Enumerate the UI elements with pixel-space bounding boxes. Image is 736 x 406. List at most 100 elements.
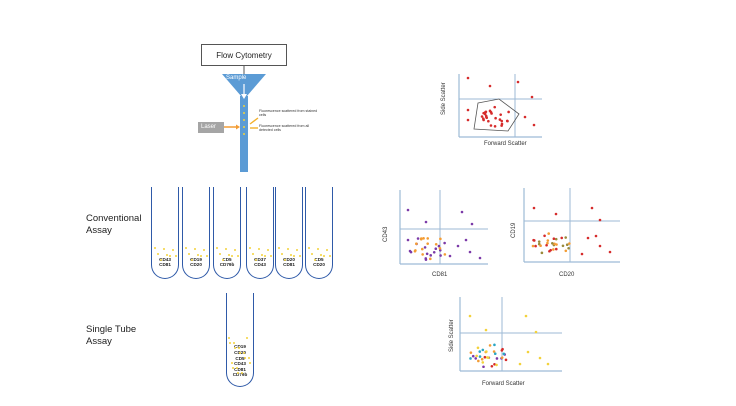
cell-point xyxy=(464,238,468,242)
cell-point xyxy=(419,237,423,240)
cell-point xyxy=(547,232,551,235)
flow-cytometry-title: Flow Cytometry xyxy=(216,50,272,60)
tube-dot xyxy=(238,347,240,349)
cell-point xyxy=(500,122,504,126)
cell-point xyxy=(493,352,497,356)
cell-point xyxy=(554,212,558,216)
bottom-plot-xlabel: Forward Scatter xyxy=(482,381,525,387)
tube-dot xyxy=(219,253,221,255)
tube-dot xyxy=(237,372,239,374)
cell-point xyxy=(502,352,506,356)
plot-forward-side-scatter-bottom xyxy=(459,297,562,372)
tube-dot xyxy=(329,255,331,257)
single-marker-4: CD43 xyxy=(234,361,246,367)
cell-point xyxy=(474,357,477,360)
cell-point xyxy=(408,249,412,253)
cell-point xyxy=(504,358,508,362)
cell-point xyxy=(485,356,489,359)
tube-2-marker-2: CD20 xyxy=(190,262,202,268)
laser-box xyxy=(198,122,224,133)
tube-dot xyxy=(188,253,190,255)
cell-point xyxy=(531,244,535,248)
cell-point xyxy=(532,206,536,210)
cell-point xyxy=(426,237,430,240)
cell-point xyxy=(594,234,598,238)
tube-dot xyxy=(154,247,156,249)
cell-point xyxy=(495,357,499,360)
scatter-arrow-1 xyxy=(249,117,259,125)
tube-dot xyxy=(234,249,236,251)
cell-point xyxy=(555,243,558,246)
tube-dot xyxy=(241,372,243,374)
tube-dot xyxy=(232,367,234,369)
tube-6-marker-1: CD5 xyxy=(314,256,324,262)
sample-arrow-head-icon xyxy=(241,94,247,99)
cell-point xyxy=(500,119,504,123)
cell-point xyxy=(565,243,569,247)
laser-arrow-icon xyxy=(236,124,240,130)
conventional-assay-label: Conventional Assay xyxy=(86,213,142,236)
cell-point xyxy=(423,246,427,249)
plot-cd20-cd19 xyxy=(523,188,620,263)
cell-point xyxy=(539,244,542,248)
cell-point xyxy=(483,355,487,359)
cell-point xyxy=(468,314,472,318)
tube-dot xyxy=(284,259,286,261)
cell-point xyxy=(488,344,492,347)
cell-point xyxy=(534,330,538,334)
cell-point xyxy=(495,363,498,367)
cell-point xyxy=(439,254,442,257)
cell-point xyxy=(598,218,602,222)
tube-dot xyxy=(200,255,202,257)
tube-6-marker-2: CD20 xyxy=(313,262,325,268)
tube-dot xyxy=(270,255,272,257)
tube-dot xyxy=(206,255,208,257)
tube-dot xyxy=(236,367,238,369)
cell-point xyxy=(560,236,564,240)
cell-point xyxy=(482,118,485,122)
cell-point xyxy=(443,253,447,256)
tube-dot xyxy=(225,248,227,250)
cell-point xyxy=(552,237,556,241)
tube-dot xyxy=(290,254,292,256)
cell-point xyxy=(523,115,527,119)
tube-dot xyxy=(287,248,289,250)
cell-point xyxy=(448,254,452,258)
cell-point xyxy=(552,248,555,251)
cell-point xyxy=(425,252,429,256)
cell-point xyxy=(608,250,612,254)
cell-point xyxy=(494,116,497,120)
tube-dot xyxy=(308,247,310,249)
single-marker-5: CD81 xyxy=(234,366,246,372)
cell-point xyxy=(480,115,484,118)
tube-dot xyxy=(258,248,260,250)
cell-point xyxy=(493,343,496,347)
tube-dot xyxy=(166,254,168,256)
tube-5-marker-2: CD81 xyxy=(283,262,295,268)
tube-dot xyxy=(169,255,171,257)
cell-point xyxy=(524,314,528,318)
tube-dot xyxy=(203,249,205,251)
tube-dot xyxy=(233,342,235,344)
tube-dot xyxy=(243,352,245,354)
cell-point xyxy=(564,249,568,253)
tube-dot xyxy=(261,254,263,256)
tube-3-marker-2: CD79b xyxy=(219,262,235,268)
tube-dot xyxy=(222,259,224,261)
gate-polygon xyxy=(473,98,520,132)
cell-point xyxy=(567,246,570,250)
tube-dot xyxy=(185,247,187,249)
cell-point xyxy=(443,241,446,245)
cell-point xyxy=(484,328,488,332)
cell-point xyxy=(498,118,502,121)
tube-dot xyxy=(197,254,199,256)
tube-dot xyxy=(216,247,218,249)
cell-point xyxy=(492,350,496,353)
tube-dot xyxy=(296,249,298,251)
cell-point xyxy=(414,249,417,252)
tube-dot xyxy=(320,254,322,256)
cell-point xyxy=(586,236,590,240)
